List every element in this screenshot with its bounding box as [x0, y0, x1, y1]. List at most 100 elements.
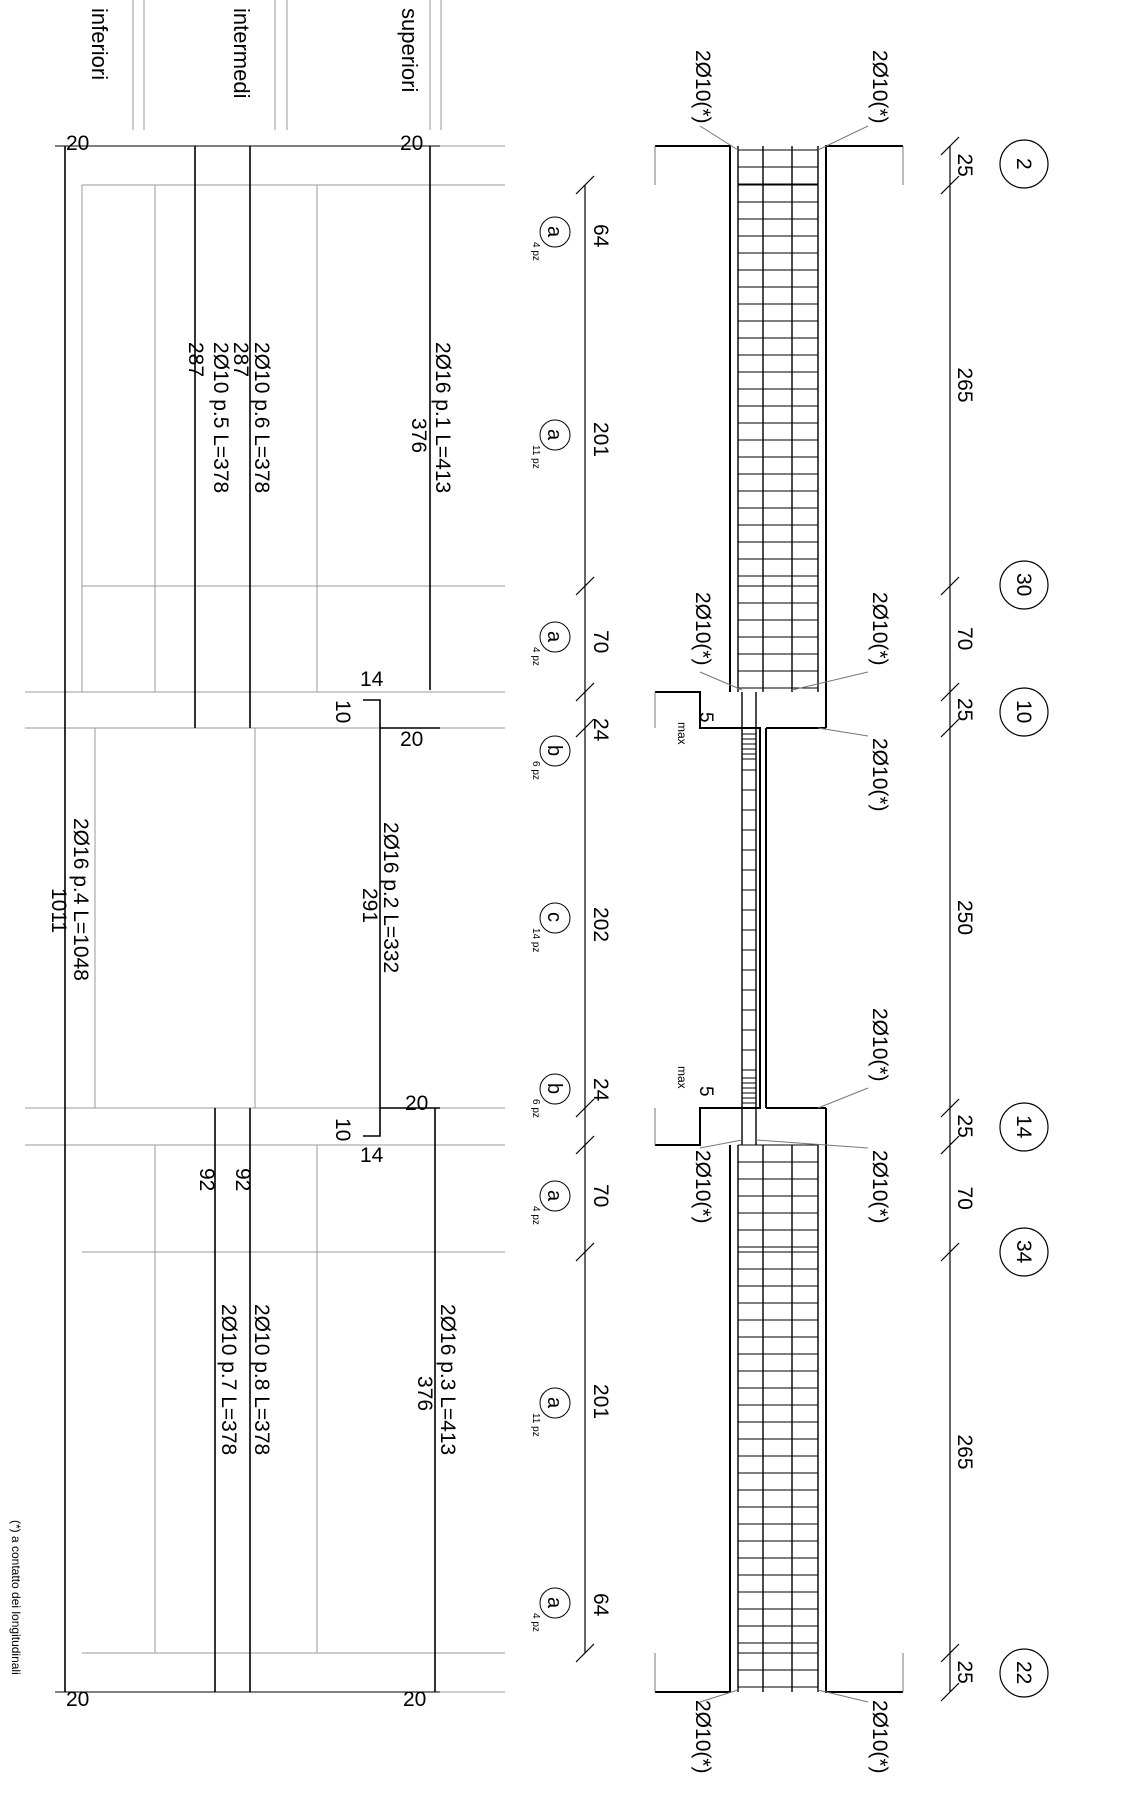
grid-dim-label: 70	[953, 627, 976, 650]
axis-label: 14	[1012, 1115, 1035, 1139]
hook-10-b: 10	[331, 1118, 354, 1141]
stirrup-mark-letter: a	[543, 1597, 565, 1609]
stirrup-mark-circle	[539, 216, 571, 248]
hook-top	[363, 699, 381, 728]
callout-2phi10: 2Ø10(*)	[691, 592, 743, 691]
stirrup-dim-label: 24	[589, 718, 612, 742]
rebar-p2	[379, 727, 440, 1109]
bar-p6-length: 287	[229, 342, 252, 377]
stirrup-mark-qty: 4 pz	[530, 1206, 541, 1225]
callout-label: 2Ø10(*)	[691, 1150, 714, 1224]
stirrup-dim-label: 202	[589, 907, 612, 942]
hook-bottom	[363, 1108, 381, 1137]
grid-dim-label: 25	[953, 698, 976, 721]
stirrup-mark-qty: 4 pz	[530, 1613, 541, 1632]
grid-dim-label: 25	[953, 1661, 976, 1684]
callout-leader	[755, 1139, 869, 1149]
callout-2phi10: 2Ø10(*)	[817, 727, 891, 812]
stirrup-mark-qty: 11 pz	[530, 1413, 541, 1437]
bar-p1-label: 2Ø16 p.1 L=413	[431, 342, 454, 493]
hook-20-f: 20	[403, 1688, 426, 1711]
callout-leader	[817, 125, 869, 151]
axis-bubble-circle	[999, 139, 1049, 189]
grid-tick	[940, 175, 960, 195]
axis-bubble-circle	[999, 1227, 1049, 1277]
stirrup-mark: a11 pz	[530, 419, 571, 469]
header-separators	[132, 0, 442, 130]
hook-20-a: 20	[66, 132, 89, 155]
bar-p8-label: 2Ø10 p.8 L=378	[250, 1304, 273, 1455]
callout-2phi10: 2Ø10(*)	[691, 1689, 739, 1774]
axis-bubble-circle	[999, 1648, 1049, 1698]
callout-label: 2Ø10(*)	[868, 1150, 891, 1224]
grid-tick	[940, 718, 960, 738]
bar-p5-length: 287	[184, 342, 207, 377]
hook-14-b: 14	[360, 1144, 384, 1167]
stirrup-mark-qty: 6 pz	[530, 761, 541, 780]
stirrup-mark: a11 pz	[530, 1387, 571, 1437]
stirrup-mark-circle	[539, 1073, 571, 1105]
stirrup-mark: b6 pz	[530, 1073, 571, 1118]
axis-bubble-circle	[999, 687, 1049, 737]
stirrup-mark-letter: a	[543, 1190, 565, 1202]
stirrup-mark-letter: a	[543, 429, 565, 441]
grid-tick	[940, 682, 960, 702]
axis-bubble-circle	[999, 560, 1049, 610]
stirrup-tick	[575, 576, 595, 596]
stirrup-mark-letter: a	[543, 226, 565, 238]
bar-p5-label: 2Ø10 p.5 L=378	[209, 342, 232, 493]
bar-p6-label: 2Ø10 p.6 L=378	[250, 342, 273, 493]
stirrup-mark: a4 pz	[530, 1587, 571, 1632]
callout-label: 2Ø10(*)	[868, 1008, 891, 1082]
axis-label: 10	[1012, 700, 1035, 723]
hook-20-d: 20	[405, 1092, 428, 1115]
stirrup-mark-qty: 4 pz	[530, 242, 541, 261]
grid-tick	[940, 1098, 960, 1118]
axis-bubble: 10	[999, 687, 1049, 737]
grid-tick	[940, 136, 960, 156]
beam-elevation	[654, 145, 904, 1693]
stirrup-mark-circle	[539, 419, 571, 451]
stirrup-mark-letter: b	[543, 1083, 565, 1094]
stirrup-mark-circle	[539, 1387, 571, 1419]
stirrup-dim-label: 64	[589, 224, 612, 248]
callout-2phi10: 2Ø10(*)	[817, 1008, 891, 1109]
hook-labels: 20 20 14 10 20 20 10 14 20 20	[66, 132, 428, 1711]
callout-2phi10: 2Ø10(*)	[691, 1139, 743, 1224]
stirrup-mark: a4 pz	[530, 621, 571, 666]
callout-leader	[699, 125, 739, 151]
max-label-bottom: max	[675, 1066, 689, 1089]
stirrup-mark-circle	[539, 621, 571, 653]
grid-tick	[940, 1242, 960, 1262]
stirrup-tick	[575, 1643, 595, 1663]
hook-14-a: 14	[360, 668, 384, 691]
max-value-bottom: 5	[695, 1086, 716, 1097]
bar-p4-length: 1011	[47, 888, 70, 933]
hook-20-b: 20	[400, 132, 423, 155]
stirrup-mark-qty: 4 pz	[530, 647, 541, 666]
stirrup-tick	[575, 1135, 595, 1155]
axis-bubble: 34	[999, 1227, 1049, 1277]
stirrup-dim-label: 24	[589, 1078, 612, 1102]
grid-tick	[940, 1682, 960, 1702]
grid-tick	[940, 1643, 960, 1663]
callout-label: 2Ø10(*)	[868, 738, 891, 812]
callout-label: 2Ø10(*)	[691, 592, 714, 666]
bar-labels: 2Ø16 p.1 L=413 376 2Ø10 p.6 L=378 287 2Ø…	[47, 342, 459, 1455]
header-inferiori: inferiori	[87, 8, 112, 80]
stirrup-mark-circle	[539, 1180, 571, 1212]
bar-p3-length: 376	[413, 1376, 436, 1411]
stirrup-mark-letter: a	[543, 631, 565, 643]
header-intermedi: intermedi	[229, 8, 254, 98]
axis-label: 2	[1012, 158, 1035, 170]
callout-2phi10: 2Ø10(*)	[691, 50, 739, 151]
callout-leader	[699, 671, 743, 691]
stirrup-mark-qty: 11 pz	[530, 445, 541, 469]
grid-dim-label: 25	[953, 154, 976, 177]
stirrup-tick	[575, 718, 595, 738]
header-superiori: superiori	[397, 8, 422, 92]
hook-10-a: 10	[331, 700, 354, 723]
stirrup-mark: c14 pz	[530, 902, 571, 952]
callout-label: 2Ø10(*)	[868, 1700, 891, 1774]
bar-p4-label: 2Ø16 p.4 L=1048	[69, 818, 92, 981]
